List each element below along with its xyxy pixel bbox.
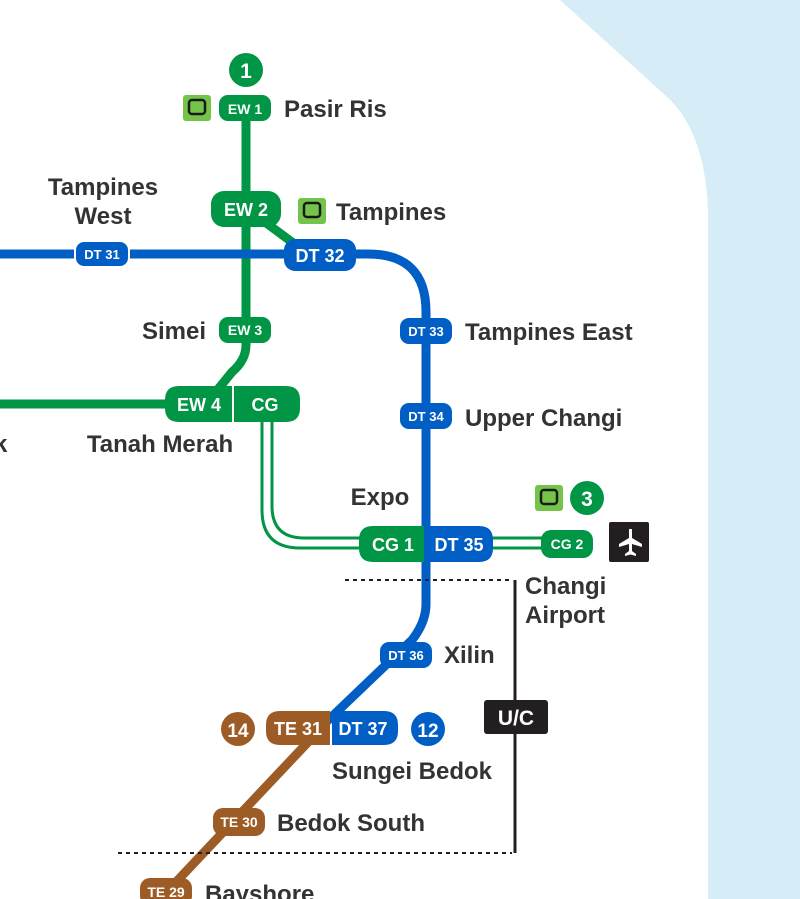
station-code: CG 2: [551, 536, 584, 552]
station-code: TE 29: [147, 884, 185, 899]
station-changi-airport[interactable]: CG 2 3 Changi Airport: [525, 481, 649, 629]
airplane-shape: [619, 529, 642, 556]
station-bedok-south[interactable]: TE 30 Bedok South: [213, 808, 425, 837]
station-code-dt: DT 37: [338, 719, 387, 739]
exit-badge-3-label: 3: [581, 488, 593, 511]
station-pasir-ris[interactable]: 1 EW 1 Pasir Ris: [183, 53, 387, 123]
exit-badge-1-label: 1: [240, 60, 252, 83]
station-code-ew: EW 4: [177, 395, 221, 415]
station-code: EW 1: [228, 101, 262, 117]
station-code: TE 30: [220, 814, 258, 830]
station-name: Pasir Ris: [284, 96, 387, 123]
exit-badge-3: [570, 481, 604, 515]
exit-badge-14-label: 14: [227, 721, 249, 742]
exit-badge-14: [221, 712, 255, 746]
bus-icon-body: [539, 488, 559, 506]
station-name-line1: Changi: [525, 573, 606, 600]
station-upper-changi[interactable]: DT 34 Upper Changi: [400, 403, 622, 432]
station-code-cg: CG: [252, 395, 279, 415]
station-name: Xilin: [444, 642, 495, 669]
station-name-line1: Tampines: [48, 174, 158, 201]
station-expo[interactable]: CG 1 DT 35 Expo: [351, 484, 493, 562]
station-name: Sungei Bedok: [332, 758, 493, 785]
station-xilin[interactable]: DT 36 Xilin: [380, 642, 495, 669]
exit-badge-12-label: 12: [417, 721, 438, 742]
station-name: Upper Changi: [465, 405, 622, 432]
station-tampines-west[interactable]: DT 31 Tampines West: [48, 174, 158, 268]
cg-track-outer: [260, 420, 370, 550]
station-sungei-bedok[interactable]: TE 31 DT 37 14 12 Sungei Bedok: [221, 711, 493, 785]
station-code: DT 34: [408, 409, 444, 424]
exit-badge-1: [229, 53, 263, 87]
station-code: EW 3: [228, 322, 262, 338]
station-name: Simei: [142, 318, 206, 345]
station-code-cg: CG 1: [372, 535, 414, 555]
station-code-dt: DT 35: [434, 535, 483, 555]
exit-badge-12: [411, 712, 445, 746]
station-name: Tampines: [336, 199, 446, 226]
uc-badge: U/C: [484, 700, 548, 734]
station-bayshore[interactable]: TE 29 Bayshore: [140, 878, 314, 899]
station-code: DT 36: [388, 648, 423, 663]
station-name: Expo: [351, 484, 410, 511]
bus-icon-body: [187, 98, 207, 116]
land-area: [0, 0, 708, 899]
station-name: Bayshore: [205, 881, 314, 899]
station-tampines-east[interactable]: DT 33 Tampines East: [400, 318, 633, 346]
station-name: Tampines East: [465, 319, 633, 346]
station-name: Tanah Merah: [87, 431, 233, 458]
cg-track-inner: [270, 420, 370, 540]
dt-track-main: [316, 249, 431, 732]
station-name-partial: k: [0, 431, 8, 458]
uc-label: U/C: [498, 707, 534, 730]
station-name: Bedok South: [277, 810, 425, 837]
station-name-line2: West: [75, 203, 132, 230]
station-code-te: TE 31: [274, 719, 322, 739]
ew-track-2: [202, 330, 251, 407]
station-name-line2: Airport: [525, 602, 605, 629]
station-tampines[interactable]: EW 2 DT 32 Tampines: [211, 191, 446, 271]
station-code-dt: DT 32: [295, 246, 344, 266]
station-code-ew: EW 2: [224, 200, 268, 220]
station-simei[interactable]: EW 3 Simei: [142, 317, 271, 345]
station-code: DT 31: [84, 247, 119, 262]
station-code: DT 33: [408, 324, 443, 339]
station-tanah-merah[interactable]: EW 4 CG Tanah Merah: [87, 386, 300, 458]
bus-icon-body: [302, 201, 322, 219]
